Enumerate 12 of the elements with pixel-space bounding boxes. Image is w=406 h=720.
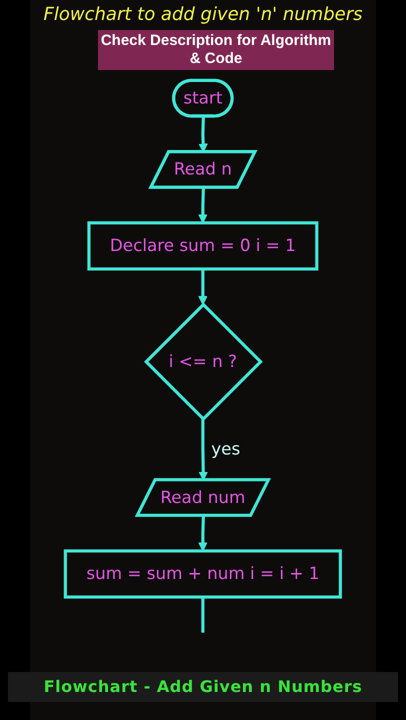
- arrow: [198, 268, 208, 305]
- title: Flowchart to add given 'n' numbers: [42, 4, 364, 26]
- arrow: [198, 116, 208, 153]
- arrow: [198, 516, 208, 552]
- connector: [201, 597, 205, 633]
- node-box: Declare sum = 0 i = 1: [88, 221, 318, 271]
- arrow: [198, 188, 208, 224]
- notice-banner: Check Description for Algorithm & Code: [98, 30, 334, 70]
- edge-label: yes: [211, 438, 240, 459]
- node-diamond: i <= n ?: [144, 302, 263, 422]
- caption: Flowchart - Add Given n Numbers: [8, 672, 398, 702]
- node-box: sum = sum + num i = i + 1: [64, 549, 342, 599]
